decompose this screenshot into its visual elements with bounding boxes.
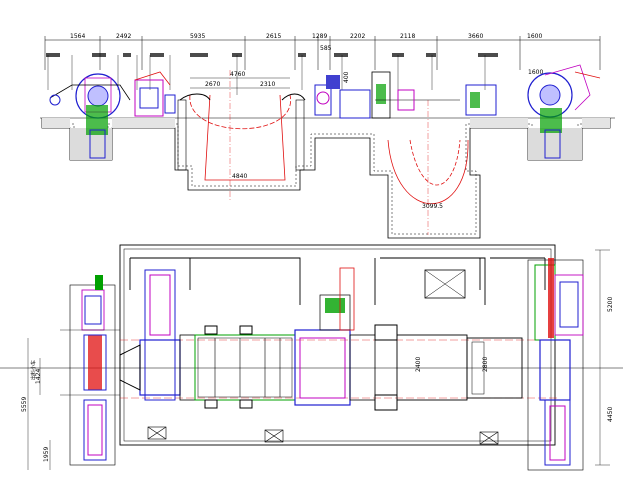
dim-inner-2310: 2310 (260, 81, 275, 88)
entry-section (119, 269, 196, 401)
dim-plan-2800: 2800 (482, 357, 489, 372)
exit-section: 2400 2800 (396, 269, 523, 401)
dim-top-6: 585 (320, 45, 332, 52)
dim-inner-3099: 3099.5 (422, 203, 443, 210)
looper-table (194, 325, 296, 409)
dim-inner-2670: 2670 (205, 81, 220, 88)
strip-loops (189, 94, 469, 205)
plan-view: 1424 5559 1959 出料小车 (0, 244, 623, 471)
equipment-label-glyphs (46, 53, 498, 57)
dim-top-8: 2118 (400, 33, 415, 40)
plan-label-left: 出料小车 (30, 360, 37, 380)
entry-equipment (134, 71, 211, 171)
dim-plan-1959: 1959 (43, 447, 50, 462)
dim-top-2: 2492 (116, 33, 131, 40)
dim-top-9: 3660 (468, 33, 483, 40)
dim-plan-5200: 5200 (607, 297, 614, 312)
dim-plan-5559: 5559 (21, 397, 28, 412)
concrete-hatch (42, 118, 610, 160)
dim-inner-1600: 1600 (528, 69, 543, 76)
foundation-pits (41, 118, 611, 239)
dim-plan-2400: 2400 (415, 357, 422, 372)
building-walls (119, 244, 556, 446)
dim-plan-4450: 4450 (607, 407, 614, 422)
dim-plan-1424: 1424 (35, 369, 42, 384)
dim-top-10: 1600 (527, 33, 542, 40)
slitter-equipment (281, 71, 460, 171)
slitter-head (294, 267, 398, 411)
elevation-top-ticks (44, 36, 601, 70)
elevation-view: 1564 2492 5935 2615 1289 585 2202 2118 3… (40, 33, 615, 239)
dim-top-3: 5935 (190, 33, 205, 40)
dim-top-5: 1289 (312, 33, 327, 40)
plan-right-dims (595, 249, 610, 466)
recoiler (465, 64, 601, 159)
dim-top-7: 2202 (350, 33, 365, 40)
plan-left-dims (27, 338, 51, 470)
uncoiler (49, 73, 131, 159)
dim-inner-4840: 4840 (232, 173, 247, 180)
dim-top-4: 2615 (266, 33, 281, 40)
dim-small-400: 400 (343, 71, 350, 83)
dim-top-1: 1564 (70, 33, 85, 40)
dim-inner-4760: 4760 (230, 71, 245, 78)
equipment-label-leaders (47, 55, 486, 95)
left-coil-car (60, 275, 120, 466)
right-coil-car (527, 258, 584, 471)
floor-pits (147, 426, 499, 445)
